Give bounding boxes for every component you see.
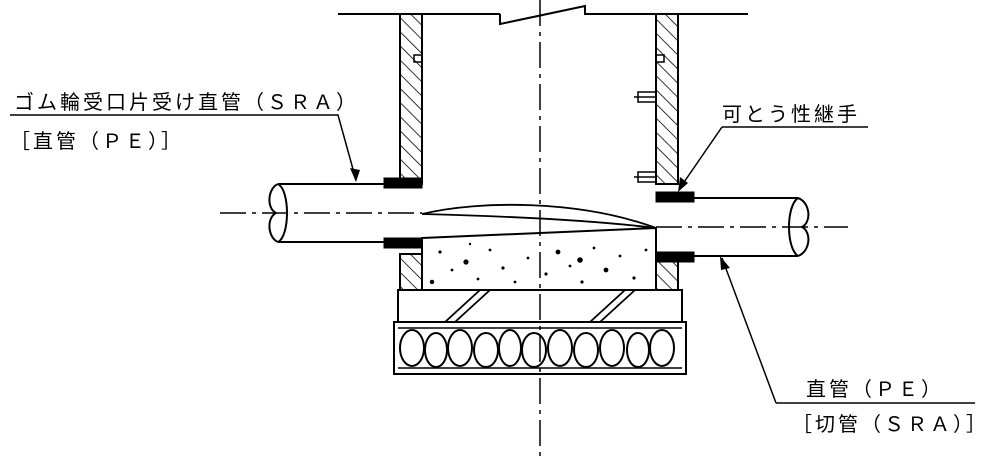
concrete-aggregate-dots: [429, 242, 648, 285]
step-bracket-lower: [634, 171, 657, 183]
leader-arrowheads: [350, 168, 730, 270]
label-straight-pipe-pe-right: 直管（ＰＥ）: [806, 377, 944, 401]
channel-curves: [421, 203, 657, 229]
label-flexible-joint: 可とう性継手: [722, 102, 860, 126]
label-rubber-ring-socket-pipe: ゴム輪受口片受け直管（ＳＲＡ）: [14, 90, 359, 114]
centre-lines: [220, 0, 848, 462]
rubber-gaskets: [383, 177, 695, 263]
label-cut-pipe-sra: ［切管（ＳＲＡ）］: [792, 412, 981, 436]
label-straight-pipe-pe-left: ［直管（ＰＥ）］: [10, 129, 184, 153]
left-wall: [399, 13, 423, 297]
leader-lines: [10, 114, 975, 404]
step-bracket-upper: [634, 91, 657, 103]
concrete-fill: [421, 226, 657, 291]
